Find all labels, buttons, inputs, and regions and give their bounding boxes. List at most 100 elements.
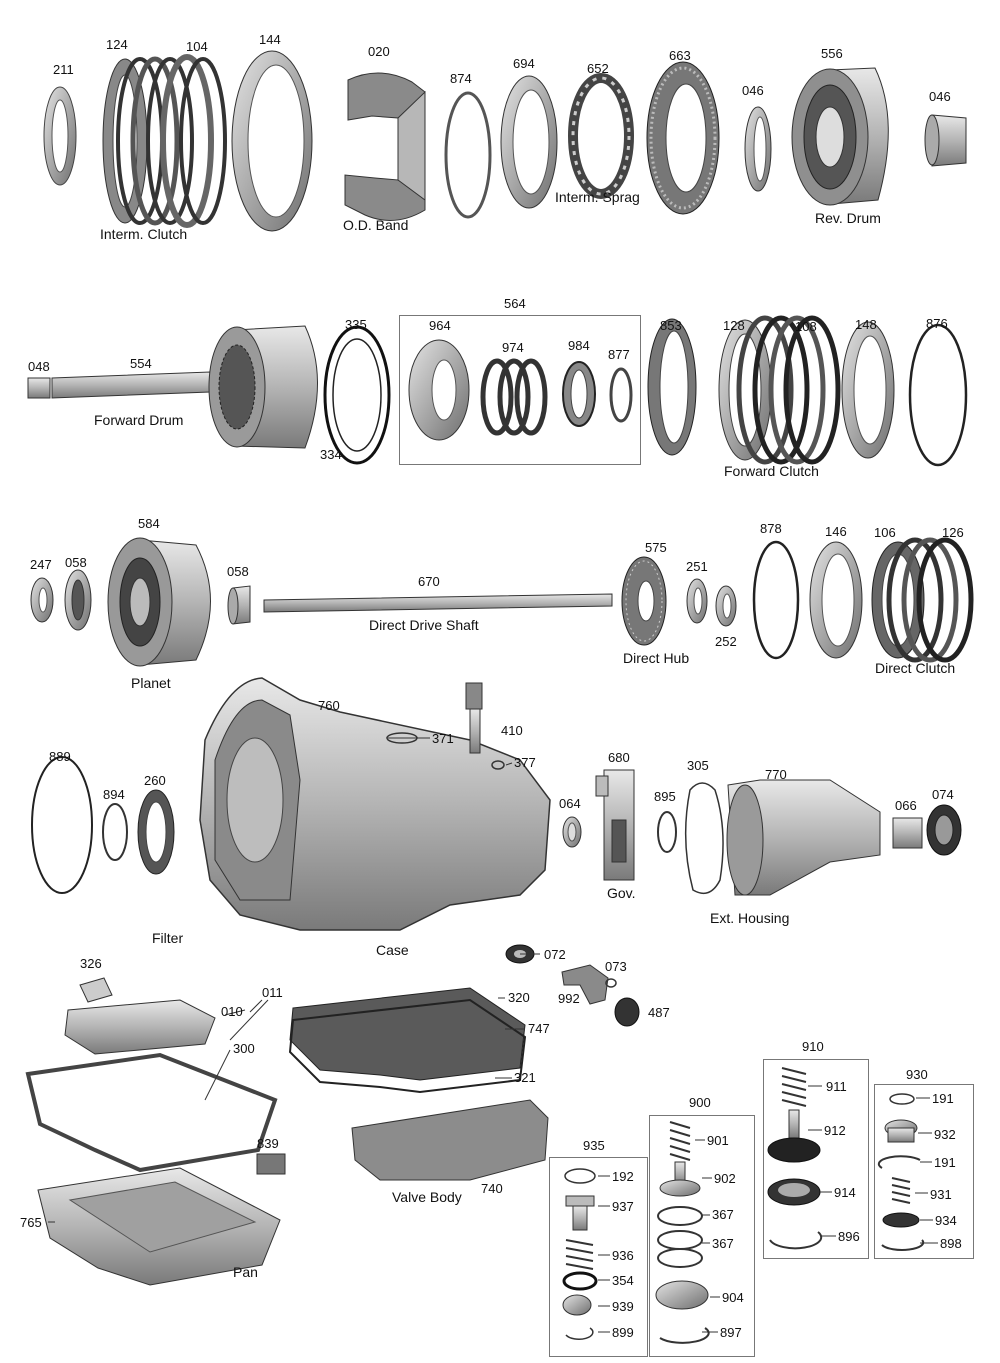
label-058-a: 058: [65, 555, 87, 570]
label-321: 321: [514, 1070, 536, 1085]
label-663: 663: [669, 48, 691, 63]
label-937: 937: [612, 1199, 634, 1214]
part-211-thrust-washer: [43, 86, 77, 186]
part-670-direct-drive-shaft: [263, 593, 613, 613]
label-584: 584: [138, 516, 160, 531]
label-898: 898: [940, 1236, 962, 1251]
label-894: 894: [103, 787, 125, 802]
part-974-spring: [480, 358, 548, 436]
part-046-bushing-large: [924, 114, 967, 167]
label-876: 876: [926, 316, 948, 331]
part-010-filter: [64, 999, 216, 1055]
label-048: 048: [28, 359, 50, 374]
label-410: 410: [501, 723, 523, 738]
part-878-snap-ring: [752, 540, 800, 660]
leader-lines: [48, 737, 938, 1333]
part-770-ext-housing: [726, 779, 881, 896]
label-878: 878: [760, 521, 782, 536]
label-010: 010: [221, 1004, 243, 1019]
label-900: 900: [689, 1095, 711, 1110]
label-974: 974: [502, 340, 524, 355]
label-367-a: 367: [712, 1207, 734, 1222]
part-066-bushing: [892, 817, 923, 849]
label-910: 910: [802, 1039, 824, 1054]
caption-ext-housing: Ext. Housing: [710, 910, 790, 926]
part-020-od-band: [344, 72, 426, 221]
label-911: 911: [826, 1079, 847, 1094]
part-765-pan: [37, 1167, 281, 1286]
part-663-gear-ring: [646, 61, 720, 215]
label-896: 896: [838, 1229, 860, 1244]
part-487-grommet: [614, 997, 640, 1027]
label-899: 899: [612, 1325, 634, 1340]
label-889: 889: [49, 749, 71, 764]
part-335-334-seals: [323, 325, 391, 465]
part-124-104-interm-clutch-pack: [102, 54, 227, 228]
part-839-block: [256, 1153, 286, 1175]
label-251: 251: [686, 559, 708, 574]
label-984: 984: [568, 338, 590, 353]
label-326: 326: [80, 956, 102, 971]
label-902: 902: [714, 1171, 736, 1186]
caption-interm-sprag: Interm. Sprag: [555, 189, 640, 205]
label-367-b: 367: [712, 1236, 734, 1251]
label-106: 106: [874, 525, 896, 540]
part-251-bearing: [686, 578, 708, 624]
part-320-747-321-separator-plates: [288, 987, 527, 1094]
group-900-parts: [655, 1121, 710, 1344]
label-144: 144: [259, 32, 281, 47]
caption-forward-drum: Forward Drum: [94, 412, 184, 428]
part-964-piston: [408, 339, 470, 441]
part-877-snap-ring: [609, 367, 633, 423]
part-058-bearing-left: [64, 569, 92, 631]
group-box-564: [399, 315, 641, 465]
label-074: 074: [932, 787, 954, 802]
label-930: 930: [906, 1067, 928, 1082]
label-670: 670: [418, 574, 440, 589]
part-694-bearing: [500, 75, 558, 209]
label-895: 895: [654, 789, 676, 804]
group-box-935: [549, 1157, 648, 1357]
caption-od-band: O.D. Band: [343, 217, 409, 233]
caption-interm-clutch: Interm. Clutch: [100, 226, 188, 242]
label-487: 487: [648, 1005, 670, 1020]
part-305-gasket: [684, 782, 724, 895]
label-354: 354: [612, 1273, 634, 1288]
group-box-930: [874, 1084, 974, 1259]
label-904: 904: [722, 1290, 744, 1305]
label-740: 740: [481, 1181, 503, 1196]
label-554: 554: [130, 356, 152, 371]
label-874: 874: [450, 71, 472, 86]
part-144-pressure-plate: [231, 50, 313, 232]
caption-direct-clutch: Direct Clutch: [875, 660, 956, 676]
label-334: 334: [320, 447, 342, 462]
label-066: 066: [895, 798, 917, 813]
label-931: 931: [930, 1187, 952, 1202]
group-935-parts: [562, 1168, 598, 1340]
label-877: 877: [608, 347, 630, 362]
label-058-b: 058: [227, 564, 249, 579]
caption-case: Case: [376, 942, 409, 958]
label-652: 652: [587, 61, 609, 76]
label-300: 300: [233, 1041, 255, 1056]
label-211: 211: [53, 62, 74, 77]
part-252-washer: [715, 585, 737, 627]
label-939: 939: [612, 1299, 634, 1314]
label-072: 072: [544, 947, 566, 962]
label-064: 064: [559, 796, 581, 811]
caption-valve-body: Valve Body: [392, 1189, 462, 1205]
part-740-valve-body: [351, 1099, 549, 1181]
part-073-o-ring: [605, 978, 617, 988]
label-932: 932: [934, 1127, 956, 1142]
part-889-snap-ring: [31, 756, 93, 894]
part-128-108-forward-clutch-pack: [718, 315, 841, 465]
label-694: 694: [513, 56, 535, 71]
label-305: 305: [687, 758, 709, 773]
part-377-o-ring: [491, 760, 505, 770]
label-935: 935: [583, 1138, 605, 1153]
part-652-interm-sprag: [568, 73, 634, 199]
label-108: 108: [795, 319, 817, 334]
part-058-bearing-right: [227, 585, 251, 625]
label-964: 964: [429, 318, 451, 333]
